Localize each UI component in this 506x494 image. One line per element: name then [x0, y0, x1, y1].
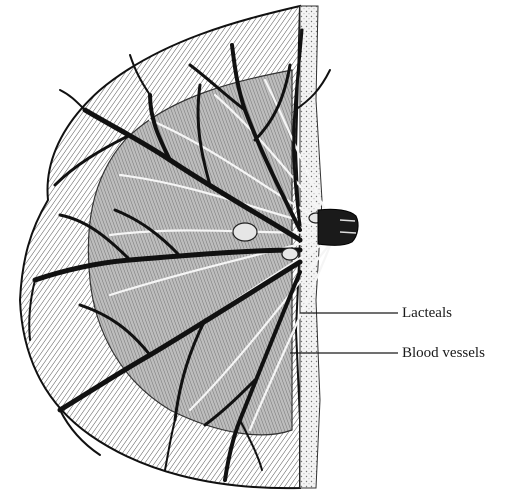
blood-vessels-label: Blood vessels — [402, 345, 485, 362]
nipple — [318, 209, 358, 245]
lactiferous-sinus — [282, 248, 298, 260]
lacteals-label: Lacteals — [402, 305, 452, 322]
lactiferous-sinus — [233, 223, 257, 241]
